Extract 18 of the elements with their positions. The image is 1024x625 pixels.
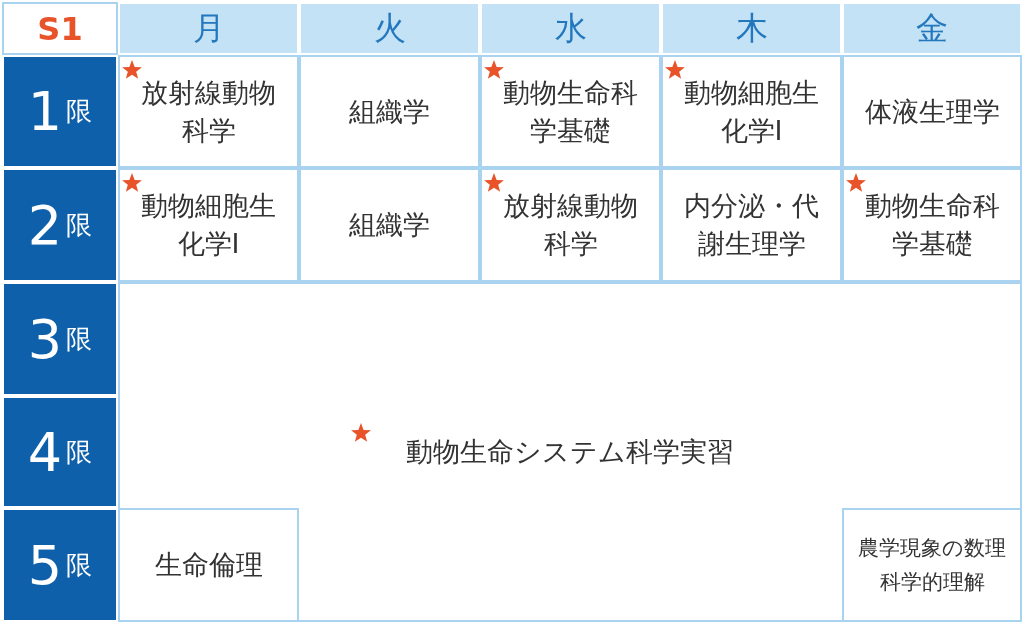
course-cell: 内分泌・代謝生理学 xyxy=(661,168,842,282)
day-header: 水 xyxy=(480,2,661,55)
course-cell: 動物生命科学基礎 xyxy=(480,55,661,168)
day-header: 木 xyxy=(661,2,842,55)
course-cell: 動物細胞生化学Ⅰ xyxy=(661,55,842,168)
course-cell: 体液生理学 xyxy=(842,55,1022,168)
course-cell: 放射線動物科学 xyxy=(118,55,299,168)
course-cell: 動物細胞生化学Ⅰ xyxy=(118,168,299,282)
course-cell: 放射線動物科学 xyxy=(480,168,661,282)
course-cell: 動物生命科学基礎 xyxy=(842,168,1022,282)
term-header: S1 xyxy=(2,2,118,55)
course-cell: 生命倫理 xyxy=(118,508,299,622)
course-cell: 組織学 xyxy=(299,168,480,282)
day-header: 金 xyxy=(842,2,1022,55)
day-header: 火 xyxy=(299,2,480,55)
course-cell: 農学現象の数理科学的理解 xyxy=(842,508,1022,622)
day-header: 月 xyxy=(118,2,299,55)
course-cell: 組織学 xyxy=(299,55,480,168)
